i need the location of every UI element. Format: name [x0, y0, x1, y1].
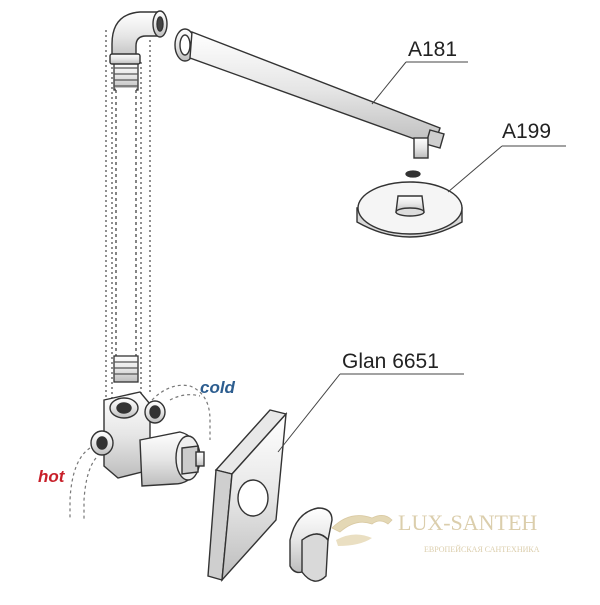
mixer-valve-body [90, 391, 205, 487]
label-mixer: Glan 6651 [342, 350, 439, 373]
label-cold: cold [200, 378, 236, 397]
elbow-fitting [109, 10, 168, 65]
lever-handle [289, 507, 333, 582]
leader-lines [277, 61, 566, 453]
label-hot: hot [38, 467, 66, 486]
watermark-tagline: ЕВРОПЕЙСКАЯ САНТЕХНИКА [424, 545, 540, 554]
watermark-name: LUX-SANTEH [398, 510, 537, 535]
shower-head [356, 181, 463, 238]
riser-pipe [105, 30, 151, 405]
wall-plate [207, 409, 288, 583]
shower-arm [174, 28, 445, 159]
watermark-logo: LUX-SANTEH ЕВРОПЕЙСКАЯ САНТЕХНИКА [331, 510, 540, 554]
label-arm: A181 [408, 38, 457, 61]
label-head: A199 [502, 120, 551, 143]
supply-lines [69, 384, 211, 520]
